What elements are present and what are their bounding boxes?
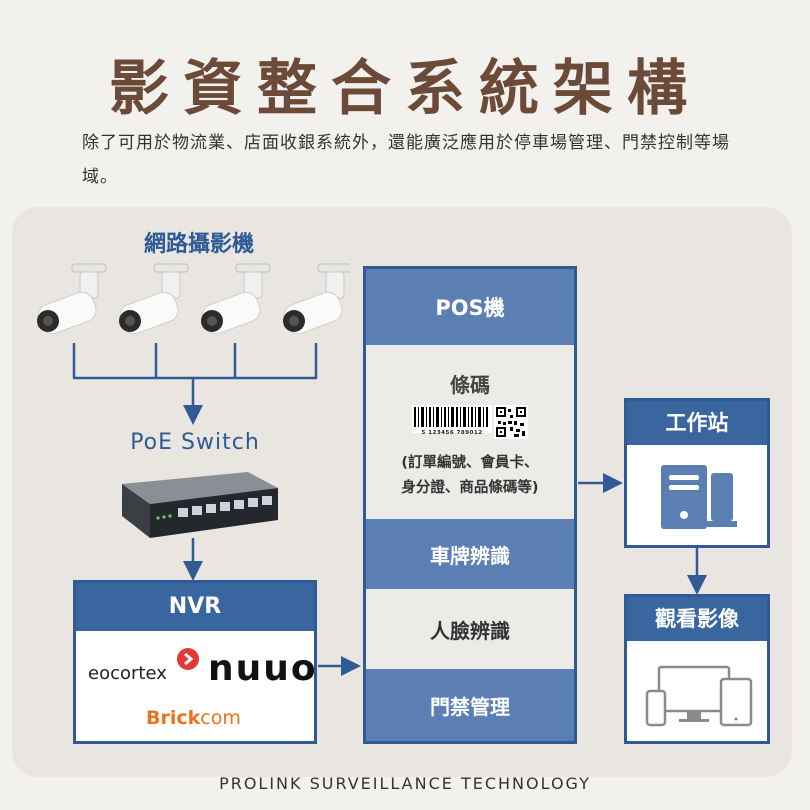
brickcom-logo-com: com (200, 707, 241, 729)
switch-icon (122, 472, 278, 538)
barcode-label: 條碼 (450, 373, 490, 397)
computer-tower-icon (661, 465, 737, 529)
access-control: 門禁管理 (366, 669, 574, 741)
barcode-desc-line1: (訂單編號、會員卡、 (401, 455, 539, 471)
qr-code-icon (494, 405, 528, 439)
barcode-desc-line2: 身分證、商品條碼等) (401, 480, 539, 496)
pos-header: POS機 (366, 269, 574, 345)
poe-switch-label: PoE Switch (130, 430, 260, 455)
nvr-box: NVR eocortex nuuo Brickcom (73, 580, 317, 744)
barcode-icon (412, 405, 492, 433)
intro-text: 除了可用於物流業、店面收銀系統外，還能廣泛應用於停車場管理、門禁控制等場域。 (82, 133, 730, 187)
brickcom-logo-brick: Brick (146, 707, 201, 729)
camera-section-title: 網路攝影機 (143, 232, 254, 257)
nvr-header: NVR (76, 583, 314, 631)
viewing-header: 觀看影像 (627, 597, 767, 641)
brickcom-logo: Brickcom (146, 707, 241, 729)
barcode-cell: 條碼 5 123456 789012 (366, 349, 574, 517)
workstation-header: 工作站 (627, 401, 767, 445)
plate-recognition: 車牌辨識 (366, 519, 574, 589)
page-title: 影資整合系統架構 (109, 54, 701, 124)
eocortex-logo-icon (177, 648, 199, 670)
nuuo-logo: nuuo (208, 648, 318, 689)
footer-text: PROLINK SURVEILLANCE TECHNOLOGY (219, 774, 591, 793)
workstation-box: 工作站 (624, 398, 770, 548)
face-recognition: 人臉辨識 (366, 591, 574, 667)
eocortex-logo-text: eocortex (88, 663, 167, 684)
barcode-digits: 5 123456 789012 (421, 430, 483, 436)
devices-icon (645, 665, 753, 727)
viewing-box: 觀看影像 (624, 594, 770, 744)
pos-column: POS機 條碼 5 123456 789012 (363, 266, 577, 744)
